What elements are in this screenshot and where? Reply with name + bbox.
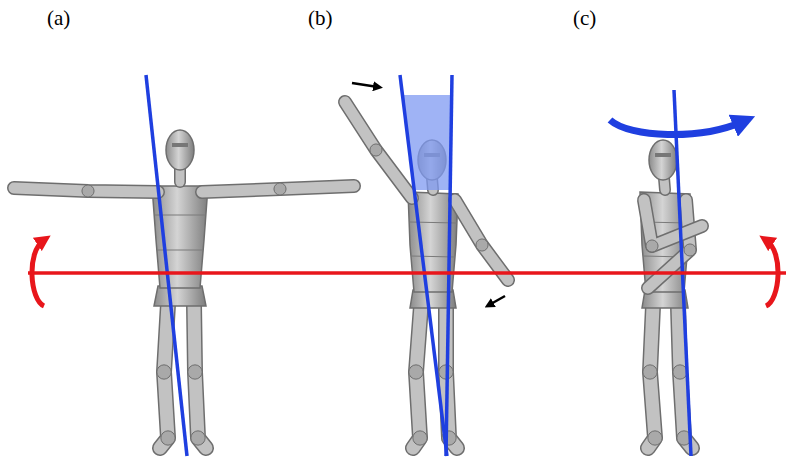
motion-arrow: [352, 83, 378, 87]
panel-label: (c): [573, 6, 596, 31]
rotation-axis: [28, 271, 786, 275]
limb: [644, 200, 702, 246]
limb-outline: [345, 102, 412, 198]
joint: [476, 239, 488, 251]
mannequin: [14, 130, 354, 448]
mannequin-figures: [14, 102, 702, 448]
joint: [646, 240, 658, 252]
joint: [191, 431, 205, 445]
twist-arrow: [610, 120, 742, 135]
joint: [82, 185, 94, 197]
rotation-arrow: [766, 240, 778, 306]
joint: [409, 365, 423, 379]
limb: [455, 200, 508, 280]
joint: [413, 431, 427, 445]
head: [649, 140, 677, 180]
body-axis: [446, 75, 452, 456]
panel-label: (a): [47, 6, 70, 31]
limb-outline: [455, 200, 508, 280]
joint: [673, 365, 687, 379]
joint: [274, 183, 286, 195]
eyes: [172, 143, 188, 147]
body-axis: [146, 75, 187, 456]
limb: [345, 102, 412, 198]
head: [166, 130, 194, 170]
body-axis: [400, 75, 447, 456]
motion-arrow: [489, 296, 505, 305]
pelvis: [154, 286, 206, 306]
joint: [643, 365, 657, 379]
limb-outline: [644, 200, 702, 246]
rotation-arrow: [32, 240, 44, 306]
joint: [370, 144, 382, 156]
joint: [161, 431, 175, 445]
joint: [157, 365, 171, 379]
joint: [648, 431, 662, 445]
joint: [188, 365, 202, 379]
panel-label: (b): [308, 6, 333, 31]
eyes: [655, 153, 671, 157]
joint: [684, 244, 696, 256]
mannequin: [640, 140, 702, 448]
